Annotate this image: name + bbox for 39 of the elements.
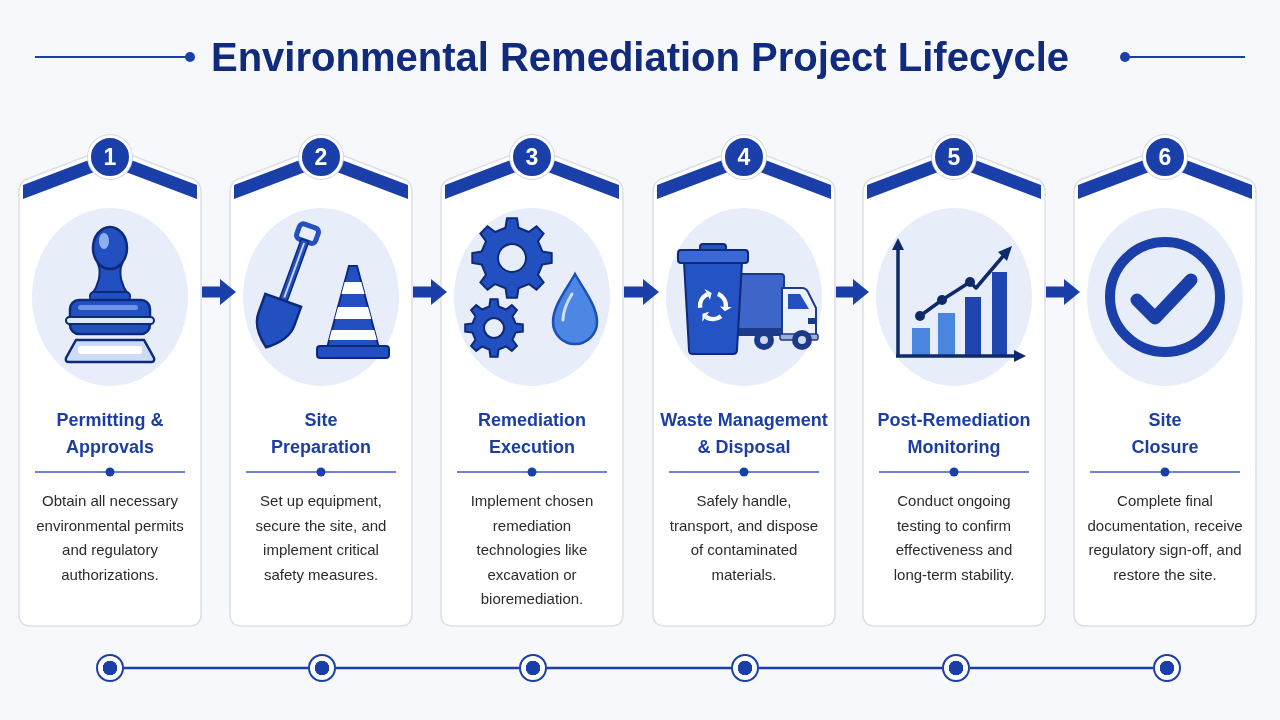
connector-line — [547, 666, 731, 670]
step-description: Conduct ongoing testing to confirm effectiveness and long-term stability. — [892, 491, 1016, 585]
step-number-badge: 6 — [1143, 135, 1187, 179]
page-title: Environmental Remediation Project Lifecycle — [211, 34, 1069, 81]
arrow — [202, 279, 236, 305]
step-card — [229, 132, 413, 627]
step-card — [18, 132, 202, 627]
step-description: Safely handle, transport, and dispose of contaminated materials. — [668, 491, 820, 585]
step-description: Implement chosen remediation technologies like excavation or bioremediation. — [469, 491, 595, 609]
timeline-marker — [308, 654, 336, 682]
connector-line — [759, 666, 942, 670]
step-title: Permitting & Approvals — [55, 409, 165, 459]
step-number-badge: 3 — [510, 135, 554, 179]
step-number-badge: 5 — [932, 135, 976, 179]
step-description: Complete final documentation, receive regulatory sign-off, and restore the site. — [1086, 491, 1244, 585]
step-title: Site Closure — [1130, 409, 1200, 459]
step-number-badge: 2 — [299, 135, 343, 179]
step-number-badge: 4 — [722, 135, 766, 179]
step-title: Site Preparation — [270, 409, 372, 459]
connector-line — [970, 666, 1153, 670]
step-number-badge: 1 — [88, 135, 132, 179]
step-title: Remediation Execution — [477, 409, 587, 459]
step-card — [652, 132, 836, 627]
step-title: Waste Management & Disposal — [659, 409, 829, 459]
arrow — [1046, 279, 1080, 305]
connector-line — [336, 666, 519, 670]
timeline-marker — [942, 654, 970, 682]
step-card — [440, 132, 624, 627]
timeline-marker — [519, 654, 547, 682]
timeline-marker — [96, 654, 124, 682]
timeline-marker — [731, 654, 759, 682]
arrow — [624, 279, 659, 305]
timeline-marker — [1153, 654, 1181, 682]
connector-line — [124, 666, 308, 670]
step-title: Post-Remediation Monitoring — [876, 409, 1032, 459]
arrow — [836, 279, 869, 305]
step-description: Obtain all necessary environmental permits and regulatory authorizations. — [35, 491, 185, 585]
step-description: Set up equipment, secure the site, and implement critical safety measures. — [254, 491, 388, 585]
arrow — [413, 279, 447, 305]
